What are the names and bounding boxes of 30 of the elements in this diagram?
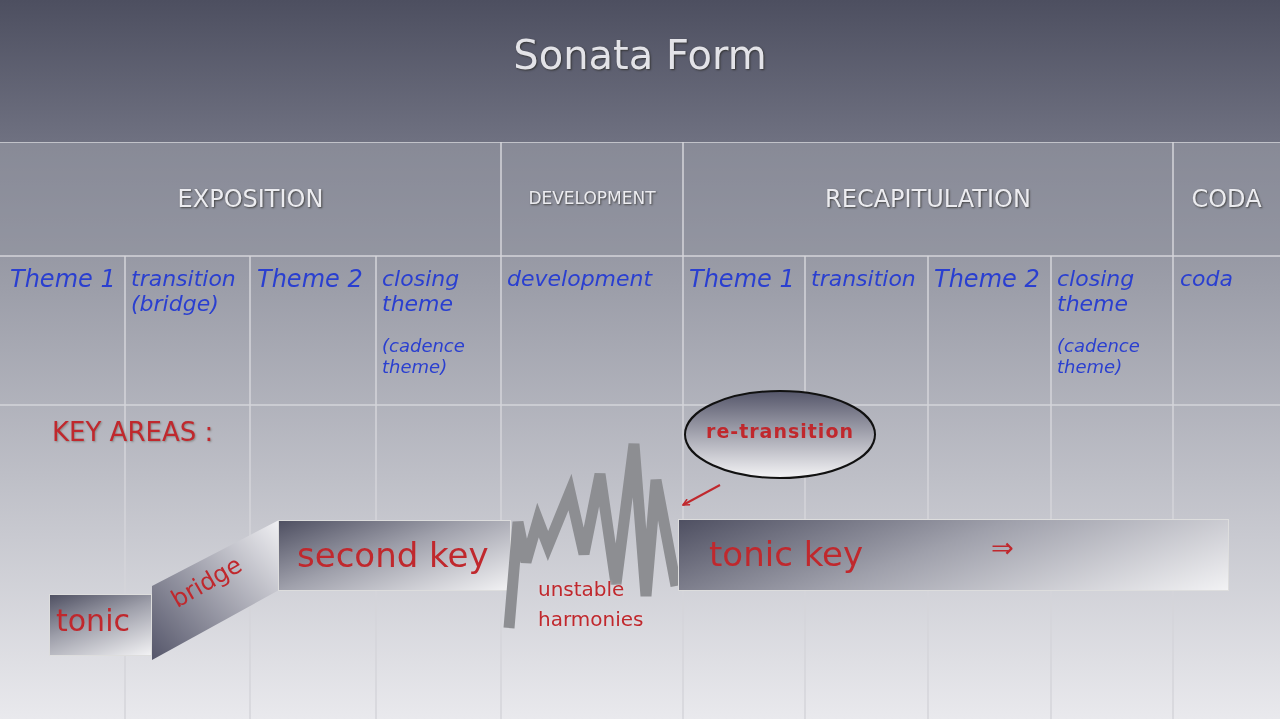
arrow-symbol: ⇒: [991, 532, 1014, 563]
key-bar: [678, 519, 1229, 591]
shape-label: tonic key: [709, 534, 864, 574]
key-box: [278, 520, 511, 591]
section-label: Theme 2: [934, 266, 1041, 294]
section-heading: DEVELOPMENT: [527, 189, 657, 209]
section-label: Theme 1: [10, 266, 117, 294]
section-label: (cadence theme): [1057, 336, 1141, 378]
arrow: [682, 484, 721, 506]
section-heading: CODA: [1190, 186, 1263, 214]
section-label: closing theme: [382, 266, 461, 317]
section-label: Theme 1: [689, 266, 796, 294]
shape-label: unstable harmonies: [538, 576, 645, 633]
section-label: closing theme: [1057, 266, 1136, 317]
title: Sonata Form: [512, 32, 768, 78]
section-heading: EXPOSITION: [176, 186, 325, 214]
key-box: [49, 594, 152, 656]
ellipse: [684, 390, 876, 479]
section-label: transition (bridge): [131, 266, 237, 317]
heading-label: KEY AREAS :: [52, 418, 215, 448]
section-label: (cadence theme): [382, 336, 466, 378]
section-label: coda: [1180, 266, 1234, 292]
section-label: Theme 2: [257, 266, 364, 294]
bridge-shape: [152, 520, 279, 660]
section-heading: RECAPITULATION: [824, 186, 1032, 214]
section-label: development: [507, 266, 654, 292]
shape-label: second key: [297, 535, 489, 575]
shape-label: re-transition: [705, 420, 855, 442]
shape-label: tonic: [56, 603, 130, 638]
section-label: transition: [811, 266, 917, 292]
